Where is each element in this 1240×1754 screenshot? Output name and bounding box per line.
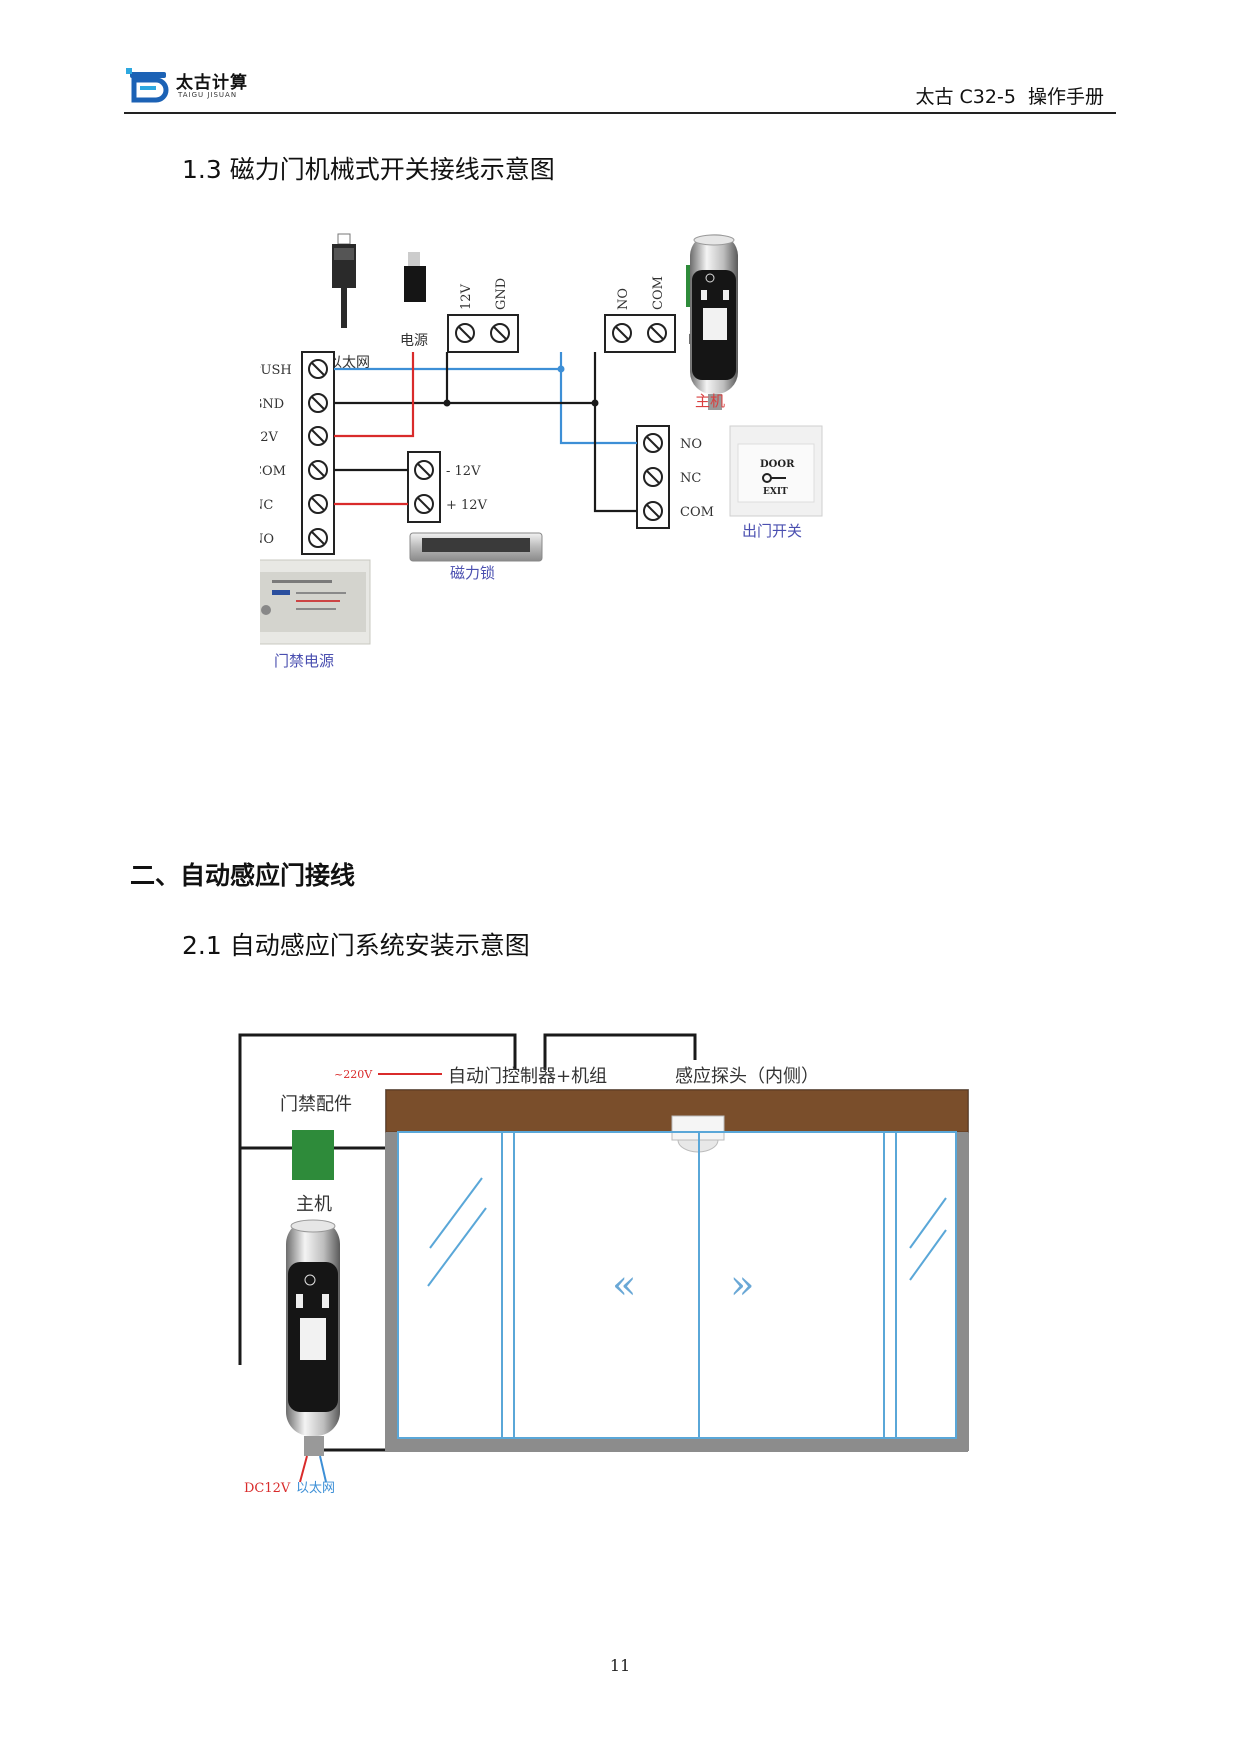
accessory-label: 门禁配件 bbox=[280, 1094, 352, 1115]
company-logo-icon bbox=[126, 68, 169, 103]
access-accessory-square-icon bbox=[292, 1130, 334, 1180]
door-terminal-com: COM bbox=[651, 276, 666, 310]
section-title-2: 二、自动感应门接线 bbox=[130, 861, 356, 890]
header: 太古计算 TAIGU JISUAN 太古 C32-5 操作手册 bbox=[124, 62, 1116, 114]
page-number: 11 bbox=[609, 1656, 631, 1675]
supply-terminal-gnd: GND bbox=[260, 397, 284, 412]
wire-push bbox=[334, 367, 637, 445]
supply-terminal-block: PUSH GND 12V COM NC NO bbox=[260, 351, 335, 555]
controller-label: 自动门控制器+机组 bbox=[448, 1066, 607, 1087]
ethernet-label-2: 以太网 bbox=[296, 1481, 335, 1496]
exit-switch-label: 出门开关 bbox=[742, 522, 802, 540]
power-plug-icon bbox=[404, 252, 426, 302]
door-terminal-no: NO bbox=[616, 288, 631, 310]
door-right-rail bbox=[956, 1132, 968, 1438]
host-label-2: 主机 bbox=[296, 1194, 332, 1215]
junction-dot-push bbox=[557, 365, 565, 373]
host-reader-icon-2 bbox=[286, 1219, 340, 1456]
logo-name-en: TAIGU JISUAN bbox=[178, 91, 238, 99]
access-power-label: 门禁电源 bbox=[274, 652, 334, 670]
door-bottom-rail bbox=[386, 1438, 968, 1452]
door-terminal-block: NO COM bbox=[604, 276, 676, 353]
maglock-terminal-plus: + 12V bbox=[446, 498, 488, 513]
access-power-supply-icon bbox=[260, 559, 371, 645]
voltage-label: ~220V bbox=[334, 1068, 373, 1081]
exit-button-door-text: DOOR bbox=[760, 459, 795, 470]
exit-terminal-nc: NC bbox=[680, 471, 701, 486]
section-title-2-1: 2.1 自动感应门系统安装示意图 bbox=[182, 931, 530, 960]
junction-dot-gnd-door bbox=[591, 399, 599, 407]
power-terminal-block: 12V GND bbox=[447, 278, 519, 353]
ethernet-plug-icon bbox=[332, 233, 356, 328]
supply-terminal-com: COM bbox=[260, 464, 286, 479]
wiring bbox=[334, 352, 637, 513]
dc12v-label: DC12V bbox=[244, 1481, 291, 1496]
document-title: 太古 C32-5 操作手册 bbox=[915, 86, 1104, 108]
maglock-label: 磁力锁 bbox=[450, 564, 495, 582]
logo-name-cn: 太古计算 bbox=[176, 73, 248, 93]
host-label: 主机 bbox=[695, 392, 725, 410]
exit-button-exit-text: EXIT bbox=[763, 487, 788, 497]
door-open-arrow-icon: » bbox=[730, 1262, 754, 1308]
maglock-terminal-minus: - 12V bbox=[446, 464, 481, 479]
power-terminal-12v: 12V bbox=[459, 283, 474, 310]
exit-terminal-block: NO NC COM bbox=[636, 425, 714, 529]
magnetic-lock-icon bbox=[409, 532, 543, 562]
power-label: 电源 bbox=[400, 333, 428, 349]
sliding-door-frame: « » bbox=[385, 1089, 969, 1452]
supply-terminal-no: NO bbox=[260, 532, 274, 547]
exit-button-icon: DOOR EXIT bbox=[729, 425, 823, 517]
wire-accessory-left bbox=[238, 1146, 292, 1365]
host-reader-icon bbox=[690, 234, 738, 410]
power-terminal-gnd: GND bbox=[494, 278, 509, 310]
junction-dot-gnd-power bbox=[443, 399, 451, 407]
wire-12v bbox=[334, 352, 415, 438]
header-rule bbox=[124, 112, 1116, 114]
door-left-rail bbox=[386, 1132, 398, 1438]
section-title-1-3: 1.3 磁力门机械式开关接线示意图 bbox=[182, 155, 555, 184]
supply-terminal-push: PUSH bbox=[260, 363, 292, 378]
exit-terminal-no: NO bbox=[680, 437, 702, 452]
supply-terminal-nc: NC bbox=[260, 498, 273, 513]
maglock-terminal-block: - 12V + 12V bbox=[407, 451, 488, 523]
exit-terminal-com: COM bbox=[680, 505, 714, 520]
glass-panel-right bbox=[895, 1131, 957, 1439]
wire-dc12v bbox=[299, 1455, 308, 1483]
ethernet-label: 以太网 bbox=[328, 355, 370, 371]
door-close-arrow-icon: « bbox=[612, 1262, 636, 1308]
wire-controller-right bbox=[543, 1033, 697, 1070]
sensor-label: 感应探头（内侧） bbox=[675, 1066, 819, 1087]
auto-door-install-diagram: 自动门控制器+机组 感应探头（内侧） ~220V 门禁配件 主机 DC12V 以… bbox=[238, 1033, 969, 1496]
supply-terminal-12v: 12V bbox=[260, 430, 279, 445]
wire-ethernet bbox=[319, 1455, 327, 1483]
maglock-wiring-diagram: 以太网 电源 12V GND NO COM 门禁 bbox=[260, 233, 823, 670]
wire-gnd bbox=[334, 401, 637, 513]
